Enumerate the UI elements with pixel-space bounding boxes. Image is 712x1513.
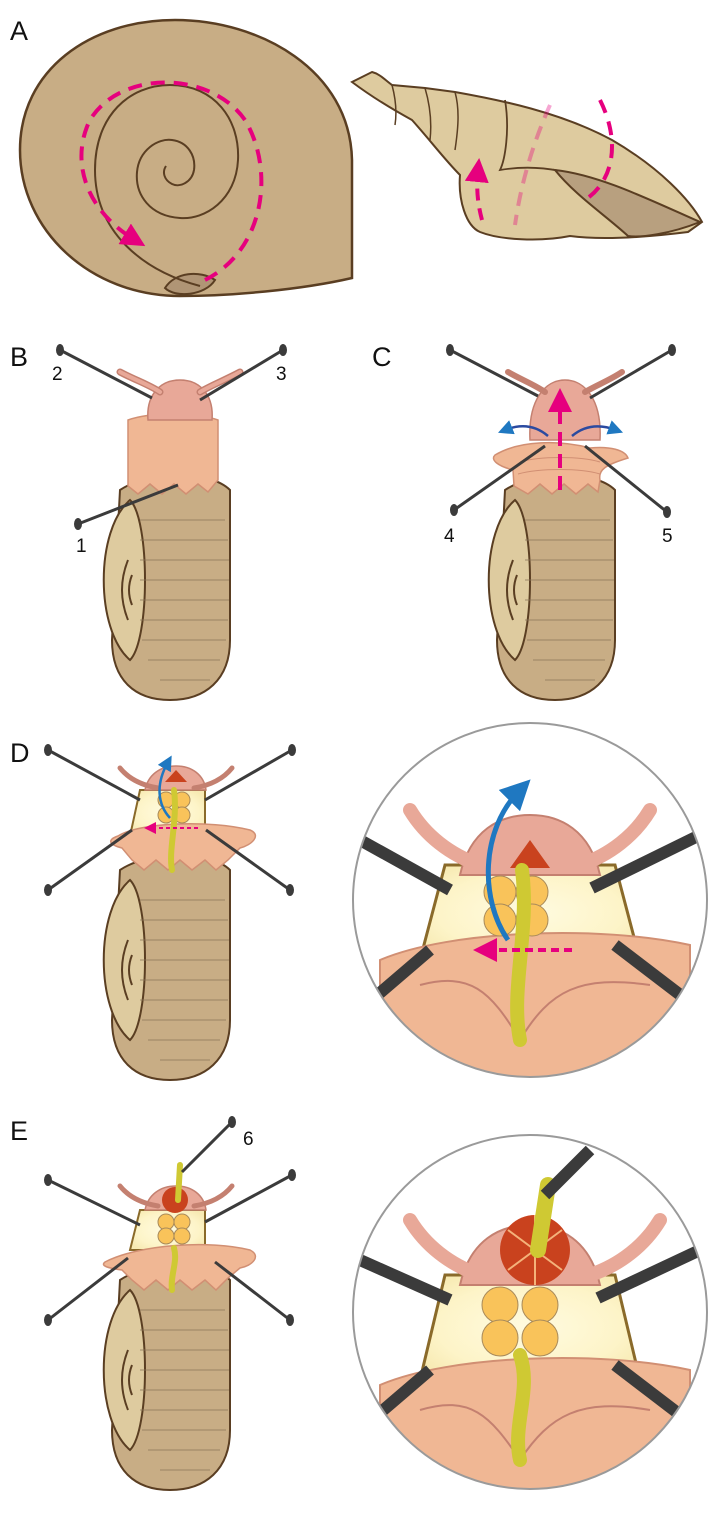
panel-e: E 6 bbox=[10, 1116, 707, 1500]
pin-label-2: 2 bbox=[52, 364, 63, 385]
pin-2 bbox=[60, 350, 152, 398]
planispiral-shell bbox=[20, 20, 352, 296]
pin-label-6: 6 bbox=[243, 1129, 254, 1150]
panel-label-a: A bbox=[10, 16, 28, 46]
magnified-view-d bbox=[353, 723, 707, 1080]
snail-foot bbox=[128, 414, 218, 494]
panel-b: B 2 3 1 bbox=[10, 342, 287, 700]
pin-label-5: 5 bbox=[662, 526, 673, 547]
panel-c: C 4 5 bbox=[372, 342, 676, 700]
panel-d: D bbox=[10, 723, 707, 1080]
pin-6 bbox=[182, 1122, 232, 1172]
pin-3 bbox=[200, 350, 283, 400]
pin-label-4: 4 bbox=[444, 526, 455, 547]
panel-label-c: C bbox=[372, 342, 392, 372]
magnified-view-e bbox=[353, 1135, 707, 1500]
panel-label-d: D bbox=[10, 738, 30, 768]
pin-label-1: 1 bbox=[76, 536, 87, 557]
high-spired-shell bbox=[352, 72, 702, 239]
panel-label-e: E bbox=[10, 1116, 28, 1146]
panel-label-b: B bbox=[10, 342, 28, 372]
panel-a: A bbox=[10, 16, 702, 296]
pin-label-3: 3 bbox=[276, 364, 287, 385]
